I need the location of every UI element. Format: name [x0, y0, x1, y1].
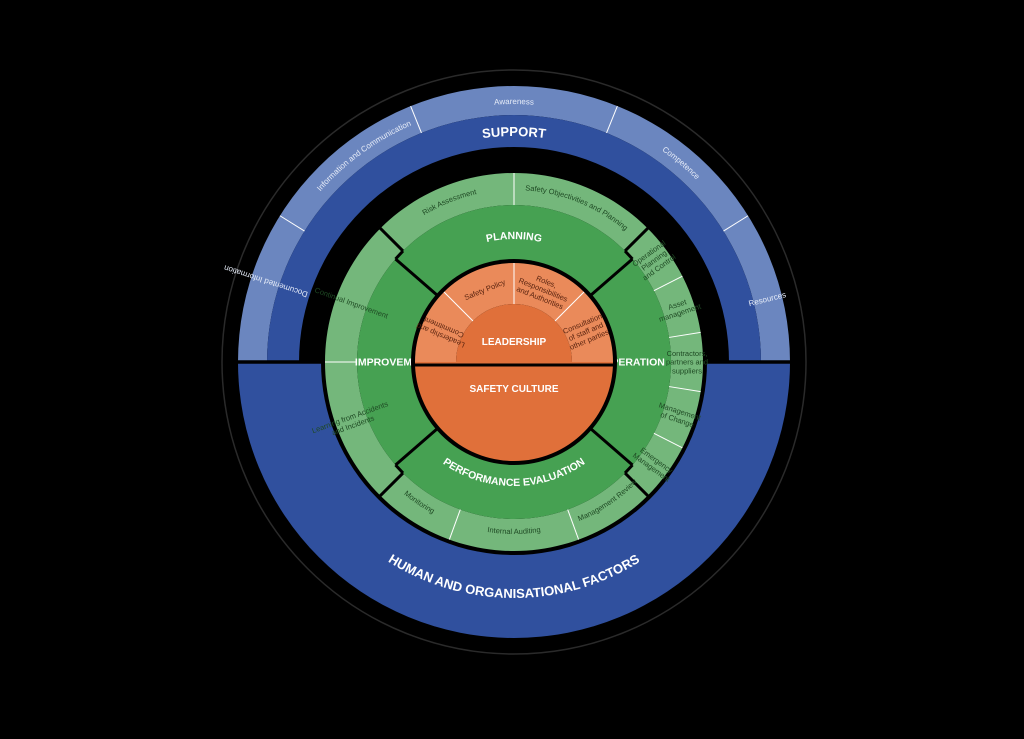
leadership-divider-2 — [554, 291, 585, 322]
outer-ring-line — [221, 69, 807, 655]
phase-divider-inner-0 — [394, 257, 440, 298]
performance-divider-1 — [567, 509, 580, 540]
support-divider-2 — [606, 105, 618, 134]
safety-culture-band — [415, 362, 613, 461]
safety-culture-title: SAFETY CULTURE — [469, 384, 558, 395]
performance-item-internal-auditing: Internal Auditing — [487, 525, 541, 536]
operation-divider-0 — [653, 275, 683, 292]
support-divider-0 — [279, 215, 305, 232]
phase-notch-1 — [623, 249, 634, 261]
support-item-2: Awareness — [494, 97, 534, 107]
phase-divider-outer-2 — [623, 471, 650, 498]
support-divider-3 — [723, 215, 749, 232]
operation-divider-3 — [653, 432, 683, 449]
phase-divider-outer-0 — [378, 226, 405, 253]
leadership-inner-band — [456, 304, 572, 362]
operation-divider-1 — [668, 331, 701, 338]
phase-divider-inner-1 — [588, 257, 634, 298]
phase-notch-2 — [623, 463, 634, 475]
operation-divider-2 — [668, 386, 701, 393]
leadership-divider-0 — [443, 291, 474, 322]
green-inner-band — [356, 204, 671, 519]
operation-title: OPERATION — [603, 357, 665, 369]
performance-divider-0 — [448, 509, 461, 540]
leadership-title: LEADERSHIP — [482, 337, 547, 348]
phase-notch-0 — [394, 249, 405, 261]
leadership-outer-band — [415, 263, 613, 362]
support-inner-band — [267, 115, 761, 362]
support-title: SUPPORT — [481, 124, 547, 141]
phase-notch-3 — [394, 463, 405, 475]
phase-divider-outer-3 — [378, 471, 405, 498]
phase-divider-outer-1 — [623, 226, 650, 253]
support-outer-band — [238, 86, 790, 362]
support-divider-1 — [410, 105, 422, 134]
phase-divider-inner-3 — [394, 426, 440, 467]
phase-divider-inner-2 — [588, 426, 634, 467]
